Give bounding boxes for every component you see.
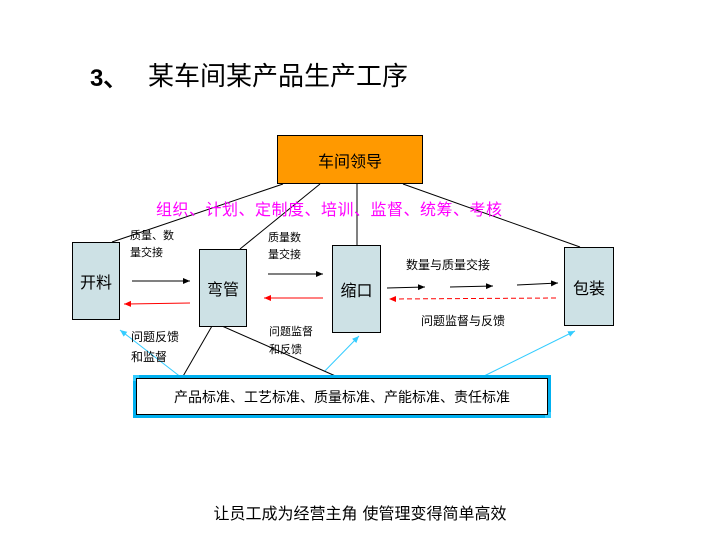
feedback-label-1: 问题反馈 和监督 bbox=[131, 327, 179, 367]
wanguan-callout bbox=[181, 325, 341, 379]
standards-box: 产品标准、工艺标准、质量标准、产能标准、责任标准 bbox=[136, 378, 548, 415]
feedback-arrow-3 bbox=[388, 295, 557, 302]
handover-arrow-3b bbox=[449, 283, 494, 290]
feedback-label-2-line1: 问题监督 bbox=[269, 325, 313, 338]
feedback-arrow-1 bbox=[123, 300, 191, 307]
handover-arrow-3a bbox=[386, 284, 426, 291]
handover-label-2-line1: 质量数 bbox=[268, 231, 301, 244]
process-suokou: 缩口 bbox=[332, 245, 381, 333]
process-kailiao: 开料 bbox=[72, 242, 120, 320]
handover-label-1-line1: 质量、数 bbox=[130, 229, 174, 242]
page-title: 某车间某产品生产工序 bbox=[148, 62, 409, 92]
standard-arrow-kailiao bbox=[119, 329, 183, 379]
handover-label-2: 质量数 量交接 bbox=[268, 229, 301, 263]
feedback-label-2: 问题监督 和反馈 bbox=[269, 323, 313, 359]
leader-line-kailiao bbox=[111, 183, 284, 243]
footer-slogan: 让员工成为经营主角 使管理变得简单高效 bbox=[213, 504, 507, 523]
feedback-label-2-line2: 和反馈 bbox=[269, 343, 302, 356]
leader-line-baozhuang bbox=[402, 183, 581, 248]
process-wanguan: 弯管 bbox=[199, 249, 247, 327]
standard-arrow-baozhuang bbox=[479, 330, 576, 379]
management-functions: 组织、计划、定制度、培训、监督、统筹、考核 bbox=[156, 200, 503, 219]
handover-label-1: 质量、数 量交接 bbox=[130, 227, 174, 261]
process-baozhuang: 包装 bbox=[564, 247, 614, 326]
title-number: 3、 bbox=[90, 65, 128, 92]
feedback-label-3: 问题监督与反馈 bbox=[421, 314, 506, 328]
leader-box: 车间领导 bbox=[277, 135, 423, 184]
feedback-label-1-line2: 和监督 bbox=[131, 350, 168, 364]
handover-arrow-3c bbox=[516, 280, 559, 287]
leader-line-wanguan bbox=[239, 183, 321, 250]
handover-label-1-line2: 量交接 bbox=[130, 246, 163, 259]
handover-label-3: 数量与质量交接 bbox=[406, 258, 491, 272]
feedback-label-1-line1: 问题反馈 bbox=[131, 330, 180, 344]
handover-label-2-line2: 量交接 bbox=[268, 248, 301, 261]
